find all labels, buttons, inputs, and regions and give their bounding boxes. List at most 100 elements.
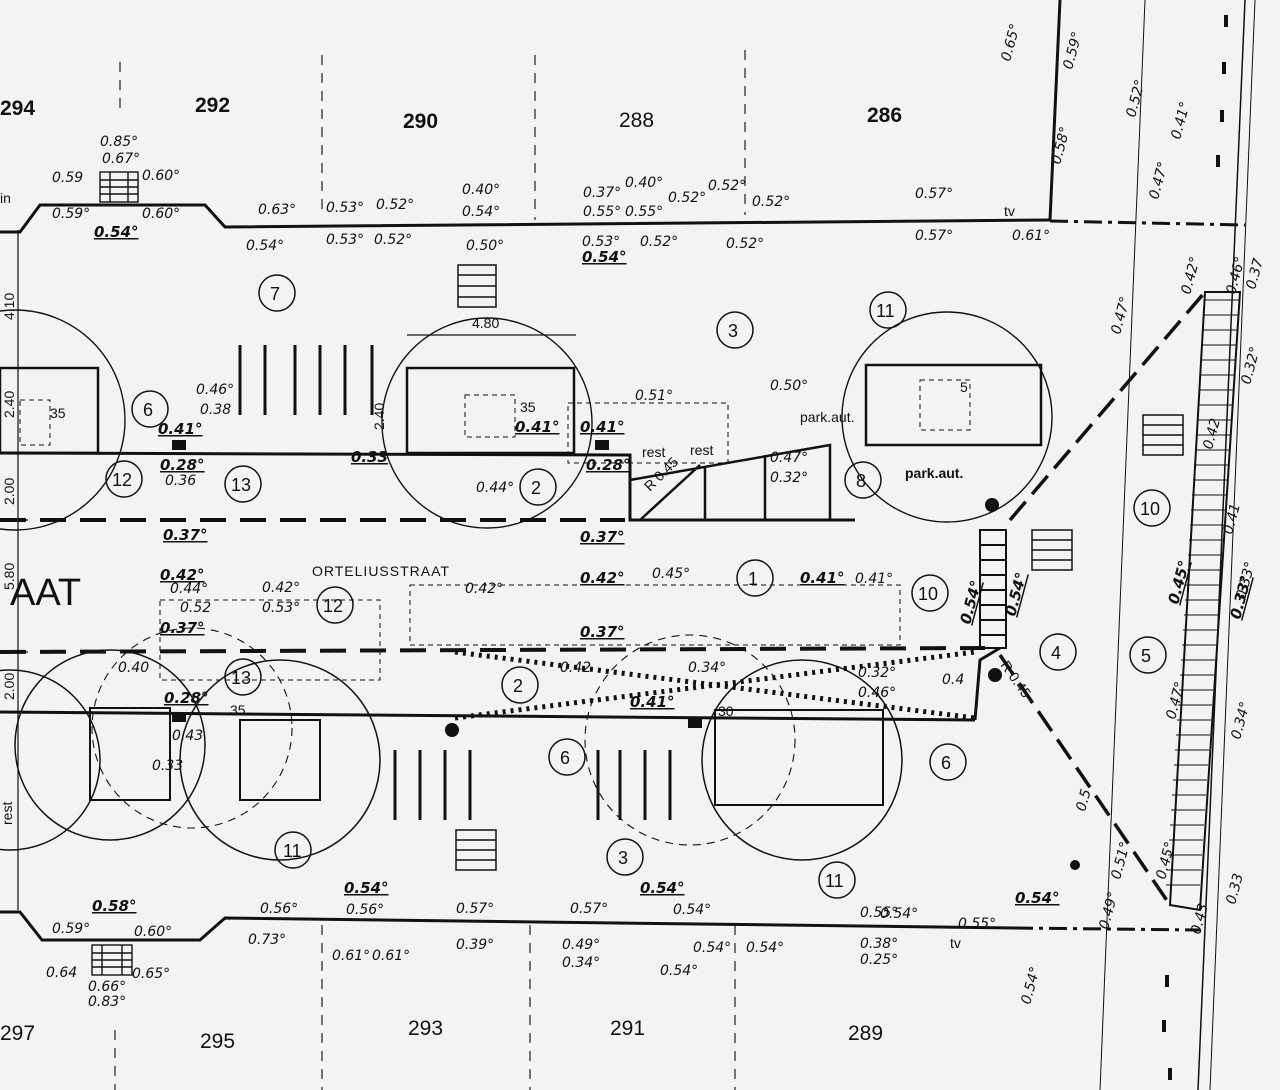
road-dashes xyxy=(1162,15,1228,1080)
lot-number: 294 xyxy=(0,97,35,120)
planter-boxes-south xyxy=(89,707,884,806)
callout-markers: 7 6 12 13 2 3 11 8 1 10 4 5 12 13 2 6 6 … xyxy=(105,274,1171,899)
callout: 6 xyxy=(131,390,169,428)
elevation-value: 0.41 xyxy=(1220,502,1244,536)
svg-text:3: 3 xyxy=(728,321,738,341)
elevation-value: 0.54° xyxy=(462,204,500,220)
note-label: tv xyxy=(950,935,961,951)
svg-text:4: 4 xyxy=(1051,643,1061,663)
elevation-value: 0.54° xyxy=(880,906,918,922)
dimension-label: 2.40 xyxy=(371,403,387,430)
elevation-value: 0.28° xyxy=(160,456,205,474)
ramp-hatching xyxy=(1166,299,1239,886)
callout: 10 xyxy=(1133,489,1171,527)
south-facade xyxy=(0,910,1016,942)
elevation-value: 0.55° xyxy=(583,204,621,220)
elevation-value: 0.41° xyxy=(580,418,625,436)
note-label: rest xyxy=(690,442,713,458)
elevation-value: 0.59° xyxy=(52,921,90,937)
elevation-value: 0.37° xyxy=(163,526,208,544)
elevation-value: 0.61° xyxy=(332,948,370,964)
note-label: park.aut. xyxy=(905,465,963,481)
callout: 2 xyxy=(519,468,557,506)
svg-text:11: 11 xyxy=(876,301,895,321)
elevation-value: 0.50° xyxy=(770,378,808,394)
elevation-value: 0.54° xyxy=(746,940,784,956)
elevation-value: 0.37° xyxy=(160,619,205,637)
elevation-value: 0.54° xyxy=(673,902,711,918)
callout: 8 xyxy=(844,461,882,499)
note-label: 30 xyxy=(718,703,734,719)
note-label: park.aut. xyxy=(800,409,854,425)
svg-text:6: 6 xyxy=(941,753,951,773)
elevation-value: 0.32° xyxy=(1238,345,1263,386)
elevation-value: 0.85° xyxy=(100,134,138,150)
elevation-value: 0.38 xyxy=(200,402,231,418)
callout: 1 xyxy=(736,559,774,597)
elevation-value: 0.51° xyxy=(635,388,673,404)
elevation-value: 0.65° xyxy=(998,22,1023,63)
elevation-value: 0.43 xyxy=(172,728,203,744)
callout: 11 xyxy=(818,861,856,899)
elevation-value: 0.45° xyxy=(652,566,690,582)
elevation-value: 0.41° xyxy=(1168,100,1193,141)
callout: 5 xyxy=(1129,636,1167,674)
svg-text:2: 2 xyxy=(531,478,541,498)
elevation-value: 0.52° xyxy=(752,194,790,210)
elevation-value: 0.34° xyxy=(562,955,600,971)
svg-text:12: 12 xyxy=(112,470,132,490)
dimension-lines-left xyxy=(8,230,28,910)
elevation-value: 0.28° xyxy=(586,456,631,474)
elevation-value: 0.40 xyxy=(118,660,149,676)
elevation-value: 0.46° xyxy=(858,685,896,701)
elevation-value: 0.56° xyxy=(346,902,384,918)
paving-symbols xyxy=(455,264,1184,871)
elevation-value: 0.59 xyxy=(52,170,83,186)
elevation-value: 0.42 xyxy=(560,660,591,676)
svg-text:2: 2 xyxy=(513,676,523,696)
elevation-value: 0.54° xyxy=(582,248,627,266)
note-label: tv xyxy=(1004,203,1015,219)
elevation-value: 0.59° xyxy=(52,206,90,222)
elevation-value: 0.83° xyxy=(88,994,126,1010)
callout: 11 xyxy=(274,831,312,869)
elevation-value: 0.65° xyxy=(132,966,170,982)
elevation-value: 0.33 xyxy=(351,448,388,466)
note-label: rest xyxy=(642,444,665,460)
elevation-value: 0.57° xyxy=(570,901,608,917)
svg-text:3: 3 xyxy=(618,848,628,868)
dimension-label: 2.00 xyxy=(1,673,17,700)
elevation-value: 0.54° xyxy=(956,578,985,626)
elevation-value: 0.49° xyxy=(1096,890,1121,931)
elevation-value: 0.43 xyxy=(1188,902,1212,936)
elevation-value: 0.36 xyxy=(165,473,196,489)
ramp-strip xyxy=(1168,291,1242,912)
elevation-value: 0.52° xyxy=(668,190,706,206)
elevation-value: 0.5 xyxy=(1073,787,1094,813)
planter-boxes xyxy=(0,363,1043,455)
elevation-value: 0.60° xyxy=(134,924,172,940)
dimension-label: 2.40 xyxy=(1,391,17,418)
dimension-label: 2.00 xyxy=(1,478,17,505)
svg-text:13: 13 xyxy=(231,668,251,688)
elevation-value: 0.57° xyxy=(915,186,953,202)
elevation-value: 0.54° xyxy=(640,879,685,897)
parking-dash-lines xyxy=(0,518,986,654)
elevation-value: 0.52° xyxy=(376,197,414,213)
dimension-label: 4.10 xyxy=(1,293,17,320)
svg-text:6: 6 xyxy=(560,748,570,768)
road-edge-right xyxy=(1099,0,1256,1090)
elevation-value: 0.54° xyxy=(660,963,698,979)
elevation-value: 0.42° xyxy=(465,581,503,597)
callout: 12 xyxy=(105,460,143,498)
elevation-value: 0.57° xyxy=(456,901,494,917)
elevation-value: 0.46° xyxy=(1223,255,1248,296)
elevation-value: 0.53° xyxy=(262,600,300,616)
elevation-value: 0.54° xyxy=(693,940,731,956)
elevation-value: 0.59° xyxy=(1060,30,1085,71)
svg-text:5: 5 xyxy=(1141,646,1151,666)
elevation-value: 0.53° xyxy=(326,232,364,248)
svg-text:7: 7 xyxy=(270,284,280,304)
elevation-value: 0.53° xyxy=(326,200,364,216)
